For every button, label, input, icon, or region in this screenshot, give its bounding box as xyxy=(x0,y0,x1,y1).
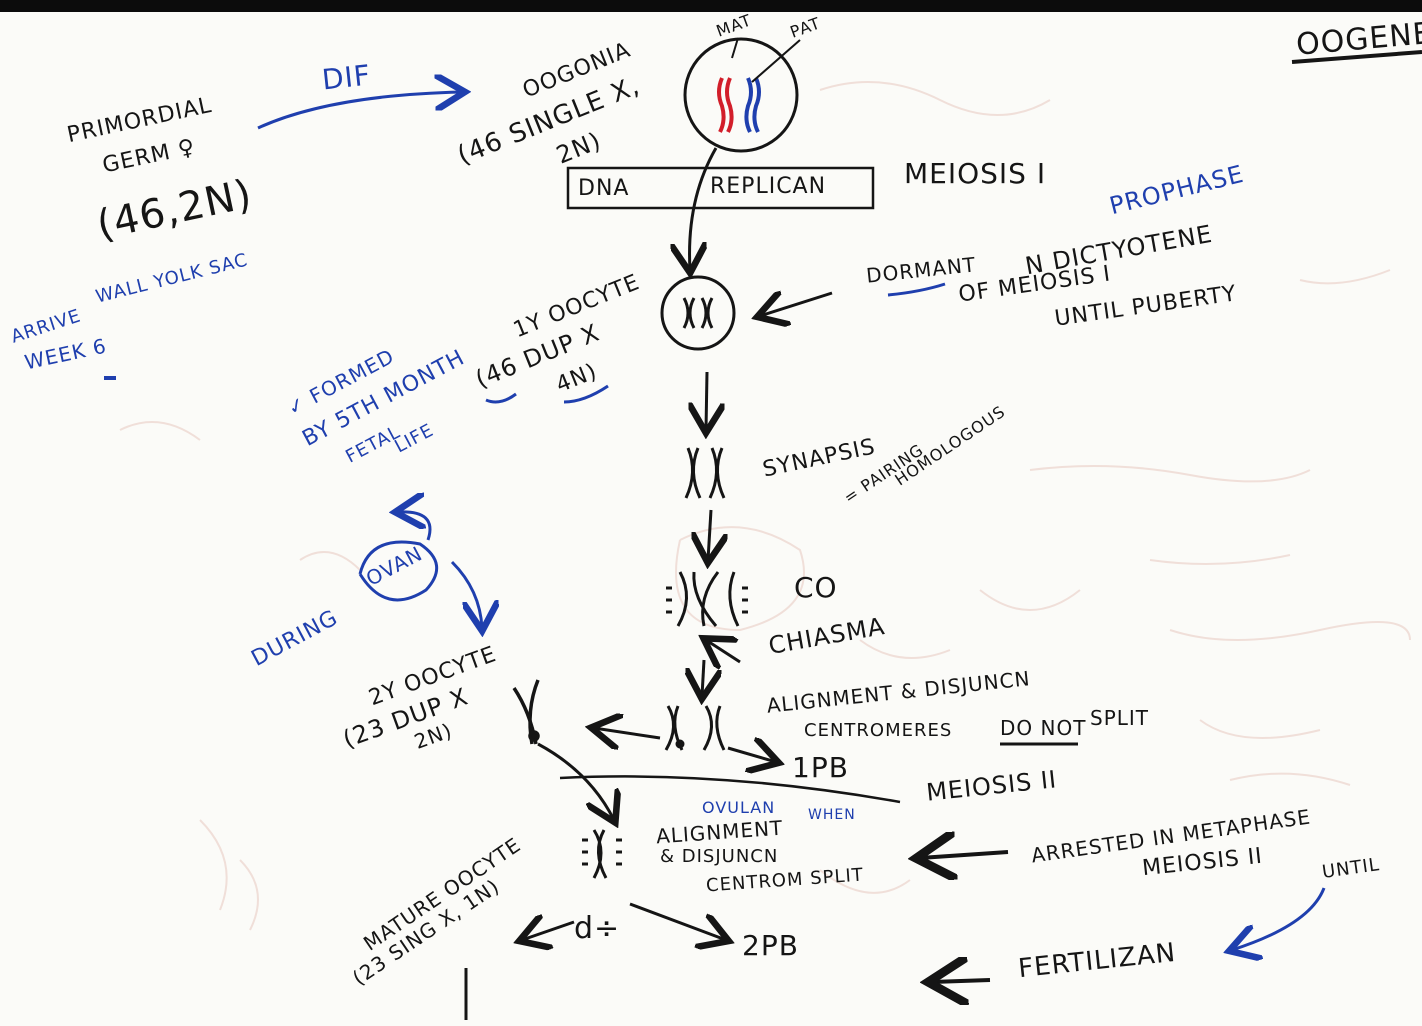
alignment1-chromosomes-icon xyxy=(664,705,726,751)
chiasma-arrow xyxy=(706,640,741,662)
arrow-to-crossing-over xyxy=(708,509,711,560)
arrow-to-synapsis xyxy=(706,371,707,430)
meiosis1-label: MEIOSIS I xyxy=(904,157,1047,190)
ovan-circle xyxy=(358,540,438,602)
primary-oocyte-circle xyxy=(660,275,736,351)
co-label: CO xyxy=(794,571,838,604)
dormant-underline xyxy=(887,282,946,297)
dna-label: DNA xyxy=(578,176,630,201)
crossing-over-chromosomes-icon xyxy=(666,571,748,627)
when-label: WHEN xyxy=(808,807,856,823)
primary-4n-underline xyxy=(563,384,609,404)
dna-replican-box xyxy=(566,166,875,210)
until-arrow xyxy=(1232,887,1326,950)
oogonia-chromosomes-icon xyxy=(717,77,761,133)
ovan-down-arrow xyxy=(450,560,482,628)
arrested-arrow xyxy=(920,852,1009,858)
split-label: SPLIT xyxy=(1090,706,1150,730)
do-not-label: DO NOT xyxy=(1000,716,1087,740)
fertilizan-arrow xyxy=(932,980,991,982)
arrow-to-primary-oocyte xyxy=(690,147,718,270)
centromeres-label: CENTROMERES xyxy=(804,720,953,741)
secondary-oocyte-chromosome-icon xyxy=(512,679,540,745)
mat-pointer xyxy=(731,37,739,59)
meiosis-divider-line xyxy=(559,775,901,804)
synapsis-chromosomes-icon xyxy=(684,447,726,499)
arrow-to-secondary-oocyte xyxy=(594,728,661,738)
ovulan-label: OVULAN xyxy=(702,798,776,817)
arrow-to-1pb xyxy=(727,748,776,762)
top-edge-bar xyxy=(0,0,1422,12)
arrow-to-alignment1 xyxy=(702,659,704,696)
dif-label: DIF xyxy=(320,58,373,97)
ovan-loop-arrow xyxy=(398,512,432,541)
disjuncn2-label: & DISJUNCN xyxy=(660,846,779,867)
dormant-arrow xyxy=(760,293,833,316)
arrow-to-mature-oocyte xyxy=(522,922,575,940)
arrow-to-2pb xyxy=(629,902,726,940)
pat-pointer xyxy=(751,39,801,83)
pb1-label: 1PB xyxy=(792,751,849,784)
pb2-label: 2PB xyxy=(742,929,799,962)
replican-label: REPLICAN xyxy=(710,174,827,199)
dif-arrow xyxy=(257,92,462,130)
primary-oocyte-chromosomes-icon xyxy=(682,297,714,329)
alignment2-chromosomes-icon xyxy=(582,829,622,879)
arrow-to-alignment2 xyxy=(537,742,614,820)
primary-46-underline xyxy=(485,392,517,404)
division-symbol: d÷ xyxy=(574,911,621,946)
oogonia-cell-circle xyxy=(683,37,799,153)
title-underline xyxy=(1291,50,1422,64)
